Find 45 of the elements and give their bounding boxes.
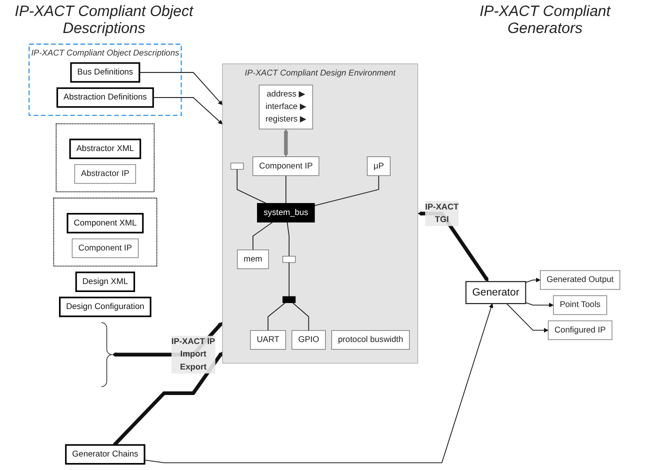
node-box: UART bbox=[250, 330, 286, 350]
arrow bbox=[112, 352, 223, 446]
node-box: Abstraction Definitions bbox=[56, 87, 154, 108]
connector bbox=[286, 222, 290, 257]
column-heading: IP-XACT Compliant Generators bbox=[478, 3, 612, 37]
node-box: Component IP bbox=[72, 238, 138, 258]
connector bbox=[288, 262, 290, 297]
arrow bbox=[506, 303, 548, 333]
cluster bbox=[56, 123, 155, 192]
node-box: Abstractor IP bbox=[74, 164, 136, 184]
node-box: Point Tools bbox=[553, 295, 608, 315]
arrow bbox=[144, 303, 494, 464]
arrow bbox=[525, 278, 540, 283]
node-box: Bus Definitions bbox=[70, 62, 140, 83]
node-box: Component IP bbox=[252, 156, 320, 176]
edge-label: IP-XACT IP Import Export bbox=[171, 337, 216, 372]
node-box: Design XML bbox=[75, 272, 136, 292]
node-box bbox=[230, 162, 244, 170]
connector bbox=[252, 222, 273, 250]
node-box: Generated Output bbox=[540, 270, 620, 290]
node-box: Component XML bbox=[66, 212, 144, 234]
connector bbox=[292, 302, 310, 331]
node-box: μP bbox=[366, 156, 390, 176]
connector bbox=[314, 175, 380, 206]
node-box: mem bbox=[237, 250, 269, 270]
arrow bbox=[284, 129, 288, 157]
edge-label: IP-XACT TGI bbox=[425, 202, 459, 224]
node-box: protocol buswidth bbox=[331, 330, 410, 350]
connector bbox=[268, 302, 286, 331]
arrow bbox=[139, 72, 223, 106]
node-box: Generator Chains bbox=[65, 444, 146, 465]
arrow bbox=[525, 302, 554, 308]
node-box: system_bus bbox=[257, 203, 315, 222]
column-heading: IP-XACT Compliant Object Descriptions bbox=[14, 3, 195, 37]
node-box: Generator bbox=[465, 281, 526, 304]
node-brace bbox=[101, 322, 112, 388]
node-box: Abstractor XML bbox=[69, 138, 142, 160]
node-box: Configured IP bbox=[548, 320, 612, 340]
node-box: address ▶ interface ▶ registers ▶ bbox=[258, 84, 313, 130]
arrow bbox=[152, 97, 223, 124]
cluster bbox=[53, 198, 158, 267]
node-box bbox=[282, 256, 296, 263]
node-bar bbox=[282, 296, 296, 304]
node-box: Design Configuration bbox=[59, 296, 152, 318]
node-box: GPIO bbox=[292, 330, 326, 350]
